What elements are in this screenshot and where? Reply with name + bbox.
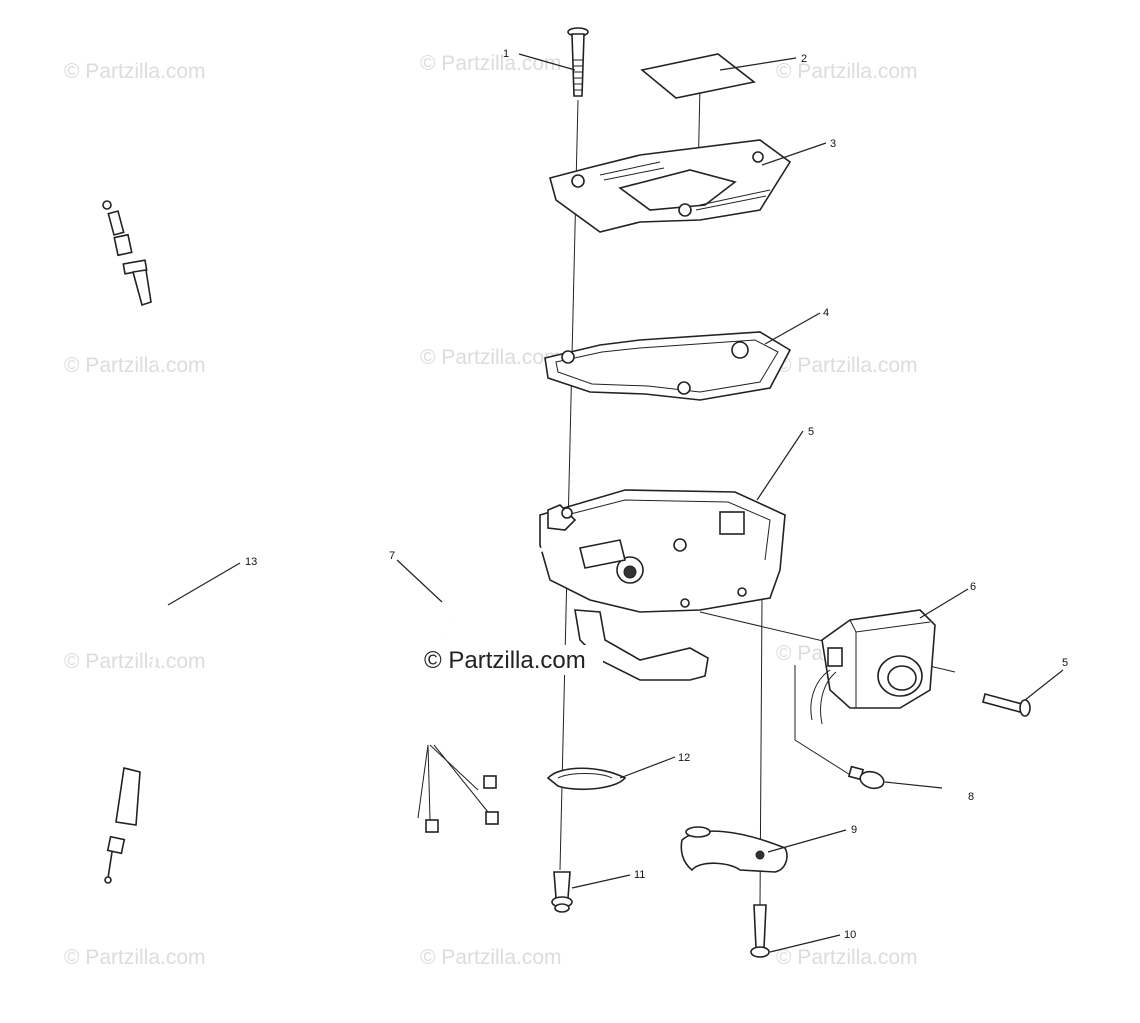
callout-6: 6 xyxy=(970,581,976,593)
part-7-wiring-harness xyxy=(417,546,549,833)
part-3-cover-plate xyxy=(549,139,792,233)
part-13-throttle-cable xyxy=(102,200,172,884)
callout-3: 3 xyxy=(830,138,836,150)
watermark: © Partzilla.com xyxy=(64,946,206,969)
watermark: © Partzilla.com xyxy=(64,60,206,83)
watermark-layer: © Partzilla.com © Partzilla.com © Partzi… xyxy=(64,52,918,969)
callout-leaders xyxy=(167,53,1064,953)
watermark: © Partzilla.com xyxy=(420,946,562,969)
center-watermark: © Partzilla.com xyxy=(424,647,586,674)
part-11-screw xyxy=(551,871,573,913)
part-10-screw xyxy=(750,904,770,958)
watermark: © Partzilla.com xyxy=(776,60,918,83)
callout-11: 11 xyxy=(634,869,645,881)
callout-2: 2 xyxy=(801,53,807,65)
watermark: © Partzilla.com xyxy=(420,52,562,75)
callout-9: 9 xyxy=(851,824,857,836)
callout-10: 10 xyxy=(844,929,856,941)
part-1-screw xyxy=(567,27,589,97)
part-12-clip xyxy=(546,767,627,791)
part-6-switch-block xyxy=(810,609,936,725)
callout-12: 12 xyxy=(678,752,690,764)
part-5-screw xyxy=(982,693,1031,717)
part-8-bulb xyxy=(847,765,885,790)
callout-8: 8 xyxy=(968,791,974,803)
watermark: © Partzilla.com xyxy=(776,946,918,969)
part-4-gasket xyxy=(544,331,792,401)
callout-1: 1 xyxy=(503,48,509,60)
callout-5: 5 xyxy=(808,426,814,438)
callout-7: 7 xyxy=(389,550,395,562)
center-watermark-group: © Partzilla.com xyxy=(424,645,603,675)
watermark: © Partzilla.com xyxy=(420,346,562,369)
watermark: © Partzilla.com xyxy=(64,354,206,377)
part-5-switch-housing xyxy=(539,489,786,681)
watermark: © Partzilla.com xyxy=(776,354,918,377)
callout-13: 13 xyxy=(245,556,257,568)
part-2-decal xyxy=(640,53,756,99)
callout-labels: 1 2 3 4 5 6 7 5 8 9 10 11 12 13 xyxy=(245,48,1068,941)
callout-5b: 5 xyxy=(1062,657,1068,669)
callout-4: 4 xyxy=(823,307,829,319)
watermark: © Partzilla.com xyxy=(64,650,206,673)
part-9-clamp xyxy=(680,826,788,873)
